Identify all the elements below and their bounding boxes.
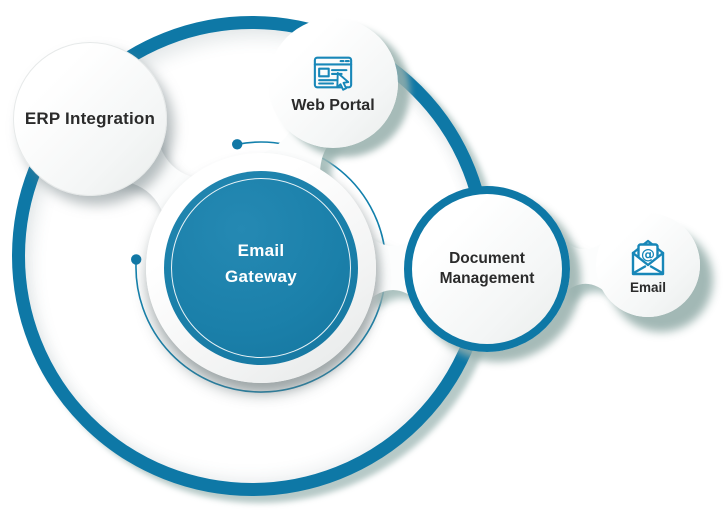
- node-email: @ Email: [596, 213, 700, 317]
- node-web-portal: Web Portal: [268, 18, 398, 148]
- email-label: Email: [629, 279, 667, 295]
- erp-integration-label: ERP Integration: [24, 109, 156, 128]
- document-management-label: Document Management: [440, 249, 535, 289]
- email-open-envelope-icon: @: [626, 236, 670, 278]
- web-portal-label: Web Portal: [291, 96, 375, 114]
- node-document-management: Document Management: [404, 186, 570, 352]
- node-erp-integration: ERP Integration: [13, 42, 167, 196]
- hub-email-gateway: Email Gateway: [164, 171, 358, 365]
- email-icon-at-symbol: @: [641, 247, 655, 263]
- hub-label-line1: Email: [237, 240, 285, 260]
- hub-label: Email Gateway: [225, 238, 297, 291]
- document-management-label-line2: Management: [439, 270, 535, 287]
- document-management-label-line1: Document: [449, 250, 525, 268]
- hub-label-line2: Gateway: [224, 267, 298, 286]
- web-portal-browser-cursor-icon: [312, 52, 354, 94]
